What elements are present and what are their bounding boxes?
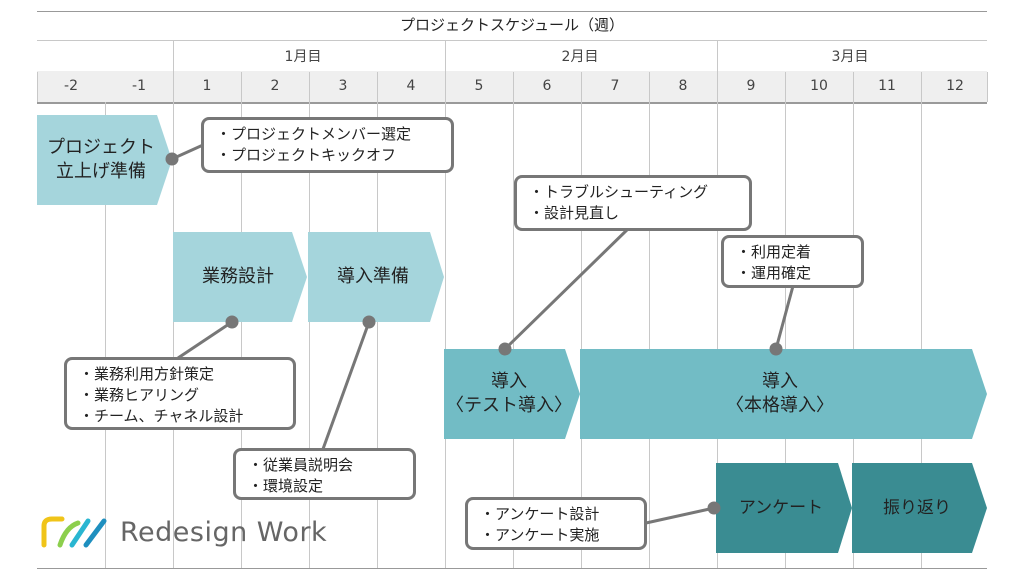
callout-item: ・トラブルシューティング	[529, 183, 709, 201]
connector-line	[503, 225, 632, 351]
week-label: 6	[542, 78, 552, 94]
connector-line	[774, 285, 795, 350]
phase-arrow-survey	[716, 463, 852, 553]
callout-item: ・業務利用方針策定	[79, 365, 215, 383]
grid-line	[513, 72, 514, 568]
grid-line	[987, 72, 988, 102]
week-header-row	[37, 71, 987, 104]
callout-survey: ・アンケート設計 ・アンケート実施	[465, 497, 647, 550]
connector-line	[645, 506, 715, 525]
callout-prep: ・従業員説明会 ・環境設定	[233, 448, 416, 500]
connector-dot	[769, 342, 783, 356]
phase-arrow-design	[173, 232, 307, 322]
connector-dot	[225, 315, 239, 329]
week-label: -1	[132, 78, 146, 94]
callout-item: ・運用確定	[736, 264, 812, 282]
connector-dot	[707, 501, 721, 515]
top-rule	[37, 11, 987, 12]
grid-line	[445, 40, 446, 568]
callout-design: ・業務利用方針策定 ・業務ヒアリング ・チーム、チャネル設計	[64, 357, 296, 430]
week-label: 10	[810, 78, 828, 94]
connector-line	[321, 321, 371, 450]
callout-full: ・利用定着 ・運用確定	[721, 235, 864, 288]
callout-item: ・従業員説明会	[248, 456, 354, 474]
callout-item: ・チーム、チャネル設計	[79, 407, 244, 425]
callout-item: ・利用定着	[736, 243, 812, 261]
bottom-rule	[37, 568, 987, 569]
callout-item: ・プロジェクトメンバー選定	[216, 125, 412, 143]
grid-line	[785, 72, 786, 568]
week-label: 12	[946, 78, 964, 94]
grid-line	[717, 40, 718, 568]
logo-text: Redesign Work	[120, 517, 328, 548]
phase-arrow-review	[852, 463, 987, 553]
callout-setup: ・プロジェクトメンバー選定 ・プロジェクトキックオフ	[201, 117, 454, 173]
connector-dot	[362, 315, 376, 329]
grid-line	[581, 72, 582, 568]
phase-arrow-prep	[308, 232, 444, 322]
grid-line	[105, 102, 106, 568]
callout-item: ・アンケート実施	[480, 526, 600, 544]
callout-item: ・アンケート設計	[480, 505, 600, 523]
month-3-label: 3月目	[831, 49, 869, 65]
callout-item: ・設計見直し	[529, 204, 620, 222]
month-2-label: 2月目	[561, 49, 599, 65]
callout-test: ・トラブルシューティング ・設計見直し	[514, 175, 752, 231]
week-label: 2	[270, 78, 280, 94]
phase-arrow-full	[580, 349, 987, 439]
grid-line	[921, 72, 922, 568]
phase-arrow-test	[444, 349, 580, 439]
week-label: 7	[610, 78, 620, 94]
week-label: 1	[202, 78, 212, 94]
callout-item: ・環境設定	[248, 477, 324, 495]
grid-line	[37, 72, 38, 102]
week-label: 4	[406, 78, 416, 94]
connector-dot	[165, 152, 179, 166]
week-label: 8	[678, 78, 688, 94]
week-label: 11	[878, 78, 896, 94]
week-label: 3	[338, 78, 348, 94]
week-label: 9	[746, 78, 756, 94]
connector-dot	[498, 342, 512, 356]
week-label: -2	[64, 78, 78, 94]
grid-line	[649, 72, 650, 568]
schedule-title: プロジェクトスケジュール（週）	[400, 16, 624, 34]
title-rule	[37, 40, 987, 41]
phase-arrow-setup	[37, 115, 172, 205]
logo-mark-icon	[41, 516, 107, 548]
week-label: 5	[474, 78, 484, 94]
month-1-label: 1月目	[284, 49, 322, 65]
callout-item: ・業務ヒアリング	[79, 386, 200, 404]
connector-line	[177, 320, 233, 360]
grid-line	[853, 72, 854, 568]
callout-item: ・プロジェクトキックオフ	[216, 146, 397, 164]
